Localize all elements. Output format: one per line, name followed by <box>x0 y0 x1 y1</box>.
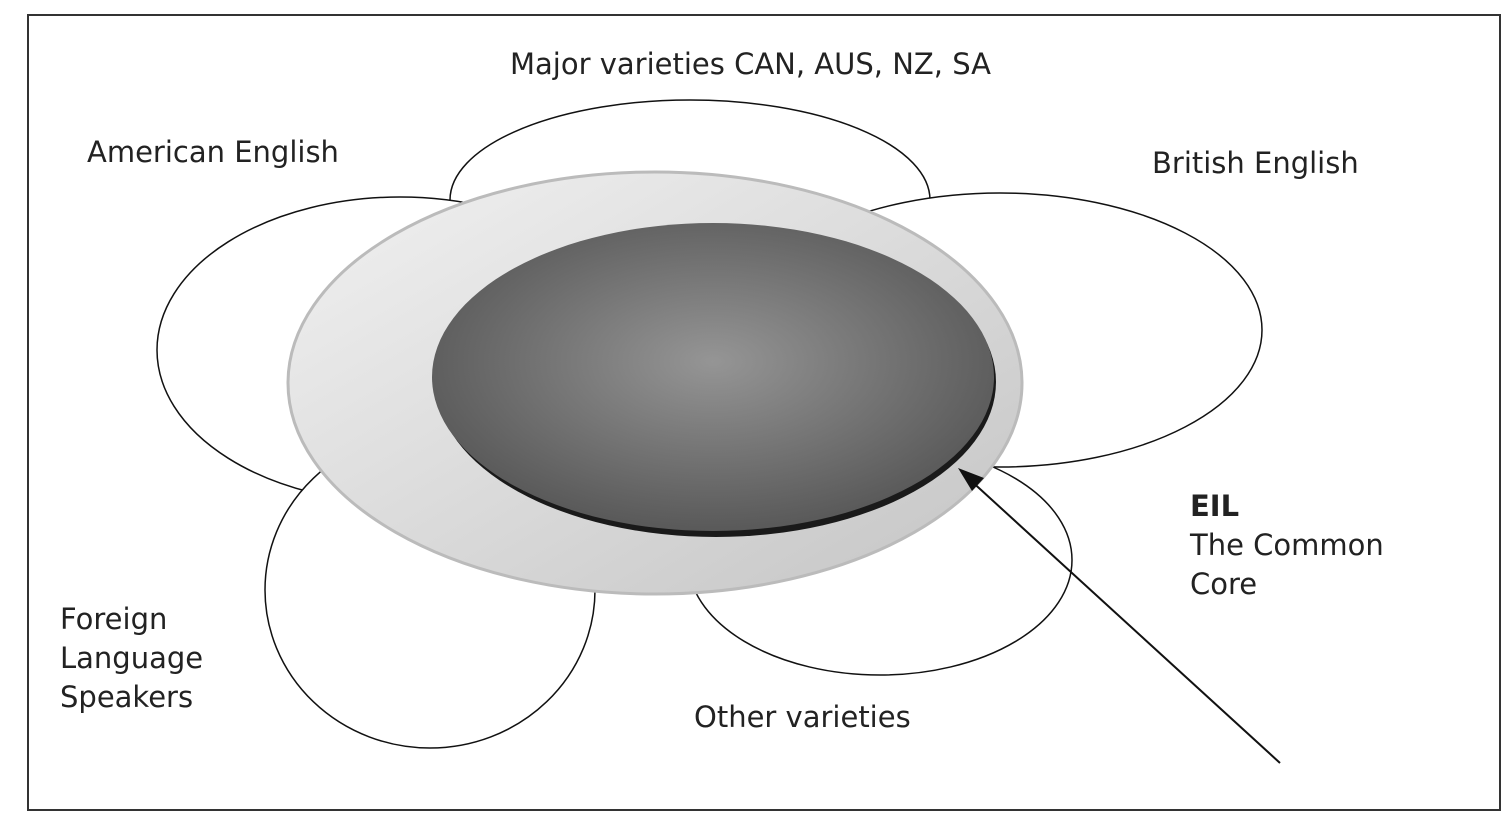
diagram-frame <box>27 14 1501 811</box>
label-line: Foreign <box>60 602 168 636</box>
arrow-head <box>958 468 984 491</box>
eil-title: EIL <box>1190 489 1240 523</box>
label-other-varieties: Other varieties <box>694 700 911 734</box>
label-line: Speakers <box>60 680 194 714</box>
pointer-arrow <box>967 477 1281 764</box>
label-eil: EIL The Common Core <box>1190 487 1384 604</box>
label-line: Language <box>60 641 204 675</box>
label-american-english: American English <box>87 135 339 169</box>
label-line: Core <box>1190 567 1258 601</box>
label-british-english: British English <box>1152 146 1359 180</box>
label-line: The Common <box>1190 528 1384 562</box>
label-foreign-speakers: Foreign Language Speakers <box>60 600 203 717</box>
common-core <box>432 223 994 531</box>
label-major-varieties: Major varieties CAN, AUS, NZ, SA <box>510 47 991 81</box>
